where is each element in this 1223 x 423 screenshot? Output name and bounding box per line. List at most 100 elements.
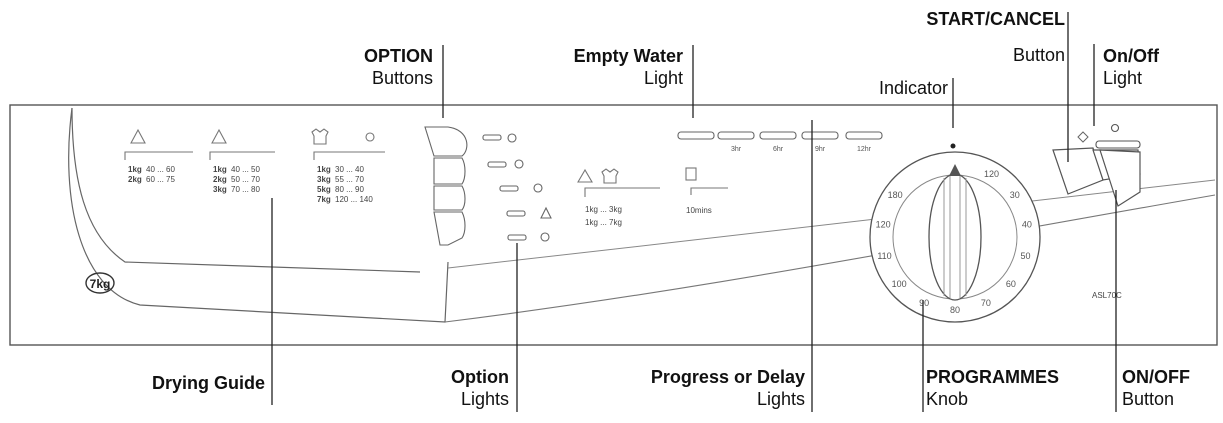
callout-onoff-button-sub: Button <box>1122 389 1175 409</box>
callout-programmes: PROGRAMMES Knob <box>926 366 1059 410</box>
callout-onoff-button-title: ON/OFF <box>1122 367 1190 387</box>
progress-light-label: 9hr <box>815 146 826 153</box>
progress-light-label: 12hr <box>857 146 872 153</box>
callout-progress-delay: Progress or Delay Lights <box>651 366 805 410</box>
option-button-4[interactable] <box>433 211 466 246</box>
panel-sweep-upper <box>447 179 1216 269</box>
panel-sweep-lower <box>444 194 1216 323</box>
capacity-badge: 7kg <box>90 277 111 291</box>
bracket-2 <box>209 151 275 160</box>
dial-number: 30 <box>1010 190 1020 200</box>
guide-minutes: 60 ... 75 <box>146 175 175 184</box>
sun-icon <box>365 132 375 142</box>
callout-onoff-light-title: On/Off <box>1103 46 1159 66</box>
knob-grip[interactable] <box>928 173 982 301</box>
option-buttons-group <box>424 126 468 246</box>
panel-curve-lower <box>68 107 449 323</box>
option-button-3[interactable] <box>433 185 466 211</box>
progress-light <box>677 131 715 140</box>
callout-empty-water-title: Empty Water <box>573 46 683 66</box>
progress-light <box>845 131 883 140</box>
guide-minutes: 55 ... 70 <box>335 175 364 184</box>
guide-weight: 3kg <box>317 175 331 184</box>
progress-light <box>759 131 797 140</box>
dial-number: 120 <box>984 169 999 179</box>
guide-weight: 3kg <box>213 185 227 194</box>
progress-light-label: 3hr <box>731 146 742 153</box>
guide-weight: 5kg <box>317 185 331 194</box>
callout-drying-guide-title: Drying Guide <box>151 373 265 393</box>
dial-number: 180 <box>888 190 903 200</box>
guide-minutes: 40 ... 50 <box>231 165 260 174</box>
dial-number: 70 <box>981 298 991 308</box>
guide-minutes: 30 ... 40 <box>335 165 364 174</box>
dial-number: 40 <box>1022 219 1032 229</box>
dial-number: 90 <box>919 298 929 308</box>
programmes-knob[interactable] <box>869 151 1041 323</box>
model-label: ASL70C <box>1092 291 1122 300</box>
callout-onoff-light: On/Off Light <box>1103 45 1159 89</box>
progress-light <box>801 131 839 140</box>
dial-number: 60 <box>1006 279 1016 289</box>
knob-ridges <box>943 176 967 298</box>
timer-bracket <box>690 187 728 195</box>
knob-pointer <box>949 164 961 176</box>
option-button-2[interactable] <box>433 157 466 185</box>
callout-empty-water: Empty Water Light <box>574 45 683 89</box>
guide-weight: 2kg <box>128 175 142 184</box>
guide-weight: 7kg <box>317 195 331 204</box>
callout-option-buttons-title: OPTION <box>363 46 433 66</box>
dial-number: 120 <box>876 219 891 229</box>
panel-outline <box>9 104 1218 346</box>
callout-start-cancel-title: START/CANCEL <box>926 9 1065 29</box>
bracket-3 <box>313 151 385 160</box>
option-light-5 <box>507 234 527 241</box>
indicator-dot <box>950 143 956 149</box>
callout-indicator-text: Indicator <box>878 78 948 98</box>
power-icon <box>1110 123 1120 133</box>
callout-empty-water-sub: Light <box>643 68 683 88</box>
progress-lights-group: 3hr 6hr 9hr 12hr <box>677 131 883 153</box>
callout-option-buttons-sub: Buttons <box>371 68 433 88</box>
callout-option-lights-sub: Lights <box>460 389 509 409</box>
guide-weight: 1kg <box>128 165 142 174</box>
option-lights-group <box>482 133 552 242</box>
triangle-icon <box>211 128 227 144</box>
cool-icon <box>507 133 517 143</box>
guide-minutes: 40 ... 60 <box>146 165 175 174</box>
triangle-warn-icon <box>130 128 146 144</box>
option-button-1[interactable] <box>424 126 468 157</box>
dial-number: 50 <box>1020 251 1030 261</box>
callout-programmes-title: PROGRAMMES <box>926 367 1060 387</box>
option-light-4 <box>506 210 526 217</box>
callout-onoff-light-sub: Light <box>1103 68 1143 88</box>
guide-weight: 1kg <box>213 165 227 174</box>
option-light-3 <box>499 185 519 192</box>
leader-lines <box>271 12 1117 412</box>
onoff-light <box>1095 140 1141 149</box>
callout-option-buttons: OPTION Buttons <box>364 45 433 89</box>
callout-progress-delay-title: Progress or Delay <box>650 367 805 387</box>
progress-light-label: 6hr <box>773 146 784 153</box>
shirt-icon <box>311 128 329 145</box>
callout-progress-delay-sub: Lights <box>756 389 805 409</box>
load-bracket <box>584 187 660 197</box>
sun-option-icon <box>533 183 543 193</box>
buzzer-icon <box>540 232 550 242</box>
callout-start-cancel: START/CANCEL Button <box>926 8 1065 66</box>
option-light-2 <box>487 161 507 168</box>
delicate-icon <box>540 206 552 219</box>
guide-minutes: 50 ... 70 <box>231 175 260 184</box>
load-label-1: 1kg ... 3kg <box>585 205 622 214</box>
guide-minutes: 120 ... 140 <box>335 195 373 204</box>
callout-programmes-sub: Knob <box>926 389 969 409</box>
guide-weight: 2kg <box>213 175 227 184</box>
drying-guide-panel <box>124 128 385 160</box>
callout-option-lights: Option Lights <box>451 366 509 410</box>
callout-start-cancel-sub: Button <box>1012 45 1065 65</box>
cotton-load-icon <box>601 168 619 184</box>
dial-number: 110 <box>877 251 891 261</box>
onoff-button[interactable] <box>1099 149 1141 207</box>
